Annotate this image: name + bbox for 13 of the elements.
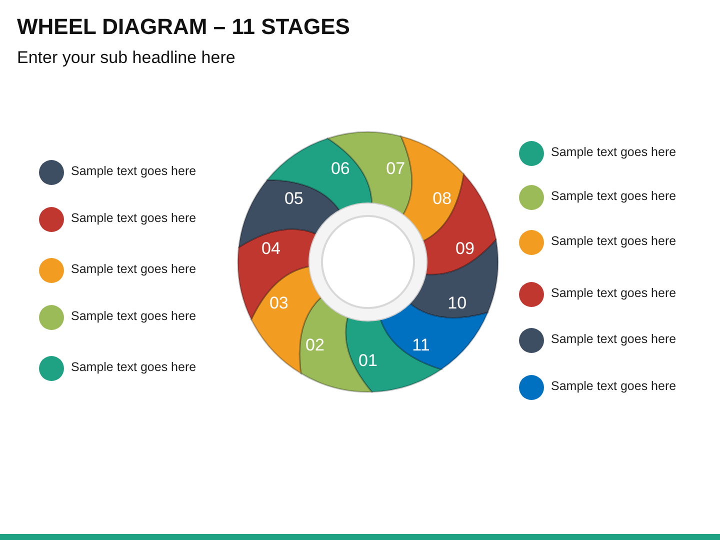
legend-text: Sample text goes here — [71, 360, 196, 374]
legend-text: Sample text goes here — [71, 309, 196, 323]
subtitle: Enter your sub headline here — [17, 48, 236, 68]
legend-text: Sample text goes here — [71, 164, 196, 178]
legend-text: Sample text goes here — [71, 211, 196, 225]
title: WHEEL DIAGRAM – 11 STAGES — [17, 14, 350, 40]
legend-text: Sample text goes here — [71, 262, 196, 276]
legend-text: Sample text goes here — [551, 145, 676, 159]
legend-text: Sample text goes here — [551, 379, 676, 393]
legend-text: Sample text goes here — [551, 234, 676, 248]
legend-text: Sample text goes here — [551, 332, 676, 346]
legend-text: Sample text goes here — [551, 189, 676, 203]
legend-text: Sample text goes here — [551, 286, 676, 300]
